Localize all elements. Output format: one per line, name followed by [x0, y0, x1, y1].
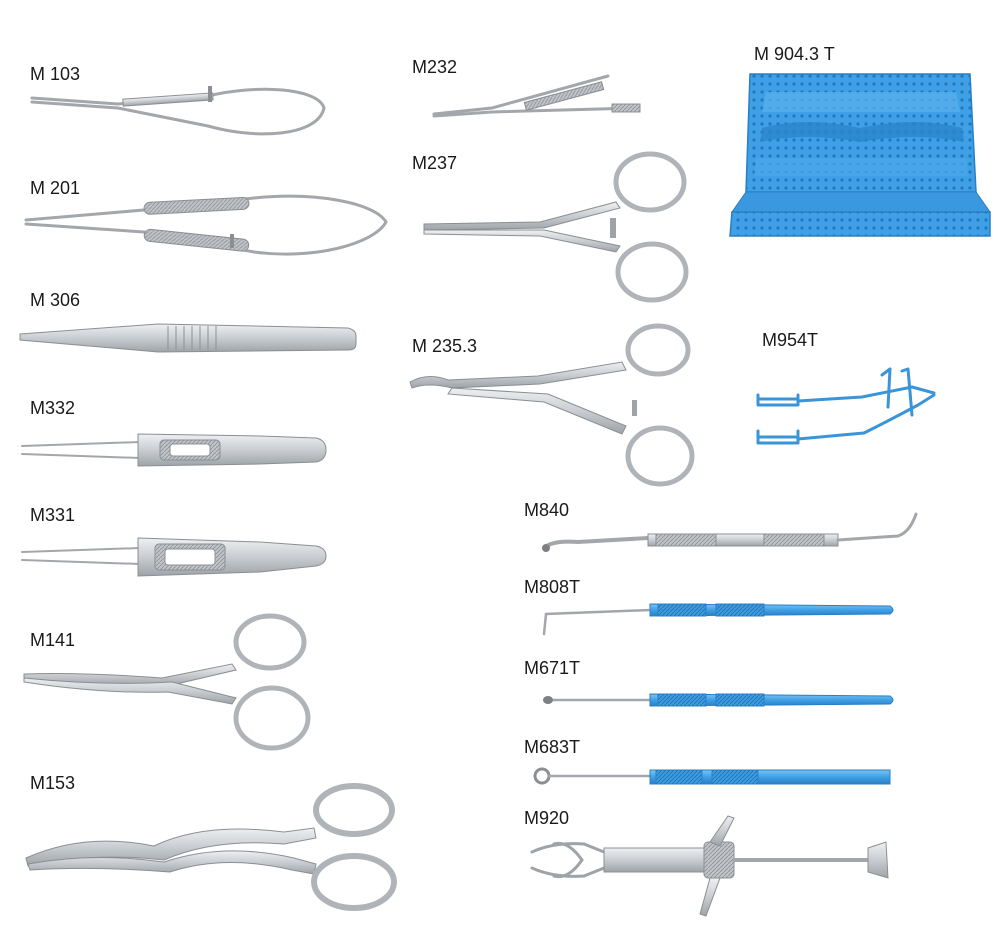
item-code: M 306	[30, 290, 81, 310]
spatula-icon	[542, 512, 918, 552]
forceps-icon	[19, 323, 357, 353]
item-code: M 201	[30, 178, 81, 198]
item-code: M808T	[524, 577, 581, 597]
syringe-icon	[530, 815, 889, 917]
item-code: M954T	[762, 330, 819, 350]
item-code: M683T	[524, 737, 581, 757]
scissors-ring-icon	[23, 613, 311, 751]
needle-holder-icon	[432, 74, 641, 118]
item-code: M671T	[524, 658, 581, 678]
loop-icon	[533, 767, 891, 785]
item-code: M332	[30, 398, 76, 418]
hook-icon	[542, 603, 894, 636]
tying-forceps-icon	[21, 537, 327, 577]
sterilization-tray-icon	[729, 73, 991, 237]
item-code: M232	[412, 57, 458, 77]
needle-holder-ring-icon	[423, 151, 689, 303]
item-code: M141	[30, 630, 76, 650]
item-code: M237	[412, 153, 458, 173]
eye-speculum-icon	[756, 367, 936, 445]
needle-holder-curved-icon	[409, 323, 695, 487]
item-code: M153	[30, 773, 76, 793]
item-code: M840	[524, 500, 570, 520]
needle-holder-spring-icon	[24, 194, 388, 256]
item-code: M331	[30, 505, 76, 525]
item-code: M 904.3 T	[754, 44, 835, 64]
scissors-curved-icon	[25, 783, 397, 911]
tying-forceps-icon	[21, 433, 327, 467]
hook-icon	[543, 693, 894, 707]
scissors-spring-icon	[30, 86, 326, 136]
item-code: M920	[524, 808, 570, 828]
item-code: M 235.3	[412, 336, 478, 356]
item-code: M 103	[30, 64, 81, 84]
